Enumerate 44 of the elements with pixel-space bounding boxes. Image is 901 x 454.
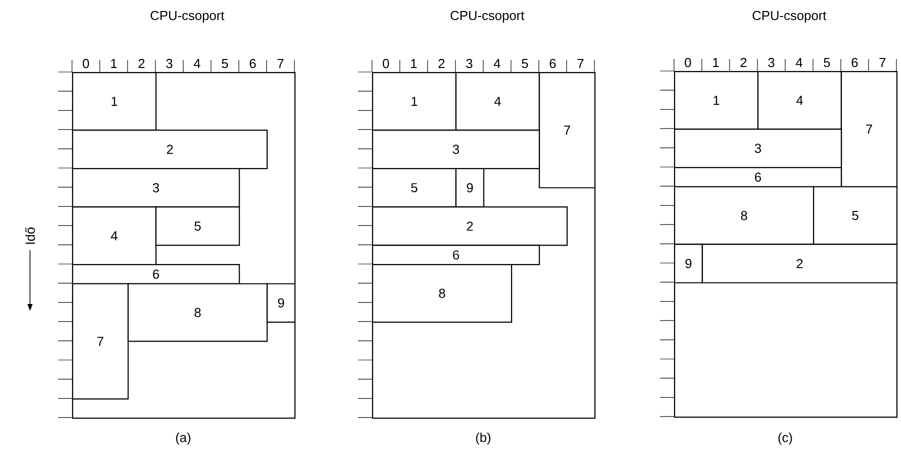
panel-heading: CPU-csoport xyxy=(150,10,224,23)
column-number: 6 xyxy=(250,58,256,68)
panel-caption: (a) xyxy=(176,432,190,445)
process-box: 7 xyxy=(538,72,596,188)
column-number: 2 xyxy=(740,58,746,67)
panel-caption: (b) xyxy=(476,432,490,445)
column-number: 7 xyxy=(278,59,284,68)
process-box: 4 xyxy=(757,71,842,130)
column-number: 4 xyxy=(194,59,200,68)
column-number: 6 xyxy=(852,58,858,68)
process-box: 7 xyxy=(72,283,129,400)
column-number: 3 xyxy=(166,58,172,68)
process-box: 5 xyxy=(155,206,240,246)
process-box: 7 xyxy=(840,71,898,188)
column-number: 3 xyxy=(466,58,472,68)
process-box: 6 xyxy=(372,244,540,266)
process-box: 6 xyxy=(72,264,240,284)
column-number: 4 xyxy=(494,59,500,68)
column-number: 2 xyxy=(438,58,444,68)
process-box: 5 xyxy=(813,186,898,245)
panel-caption: (c) xyxy=(778,432,792,445)
panel-heading: CPU-csoport xyxy=(450,10,524,23)
panel-heading: CPU-csoport xyxy=(752,10,826,23)
process-box: 1 xyxy=(372,72,456,131)
process-box: 9 xyxy=(266,283,296,323)
column-number: 7 xyxy=(578,59,584,68)
column-number: 5 xyxy=(522,59,528,68)
column-number: 5 xyxy=(222,59,228,68)
process-box: 2 xyxy=(72,130,268,170)
process-box: 1 xyxy=(72,72,157,131)
process-box: 4 xyxy=(455,72,540,131)
column-number: 3 xyxy=(768,58,774,68)
column-number: 6 xyxy=(550,58,556,68)
process-box: 1 xyxy=(674,71,758,130)
process-box: 3 xyxy=(674,128,842,168)
process-box: 9 xyxy=(674,244,703,284)
process-box: 3 xyxy=(72,168,240,208)
process-box: 4 xyxy=(72,206,157,266)
process-box: 6 xyxy=(674,167,842,188)
axis-label: Idő xyxy=(25,227,35,244)
process-box: 9 xyxy=(455,168,484,208)
column-number: 7 xyxy=(880,58,886,67)
column-number: 4 xyxy=(796,58,802,67)
column-number: 5 xyxy=(824,58,830,68)
